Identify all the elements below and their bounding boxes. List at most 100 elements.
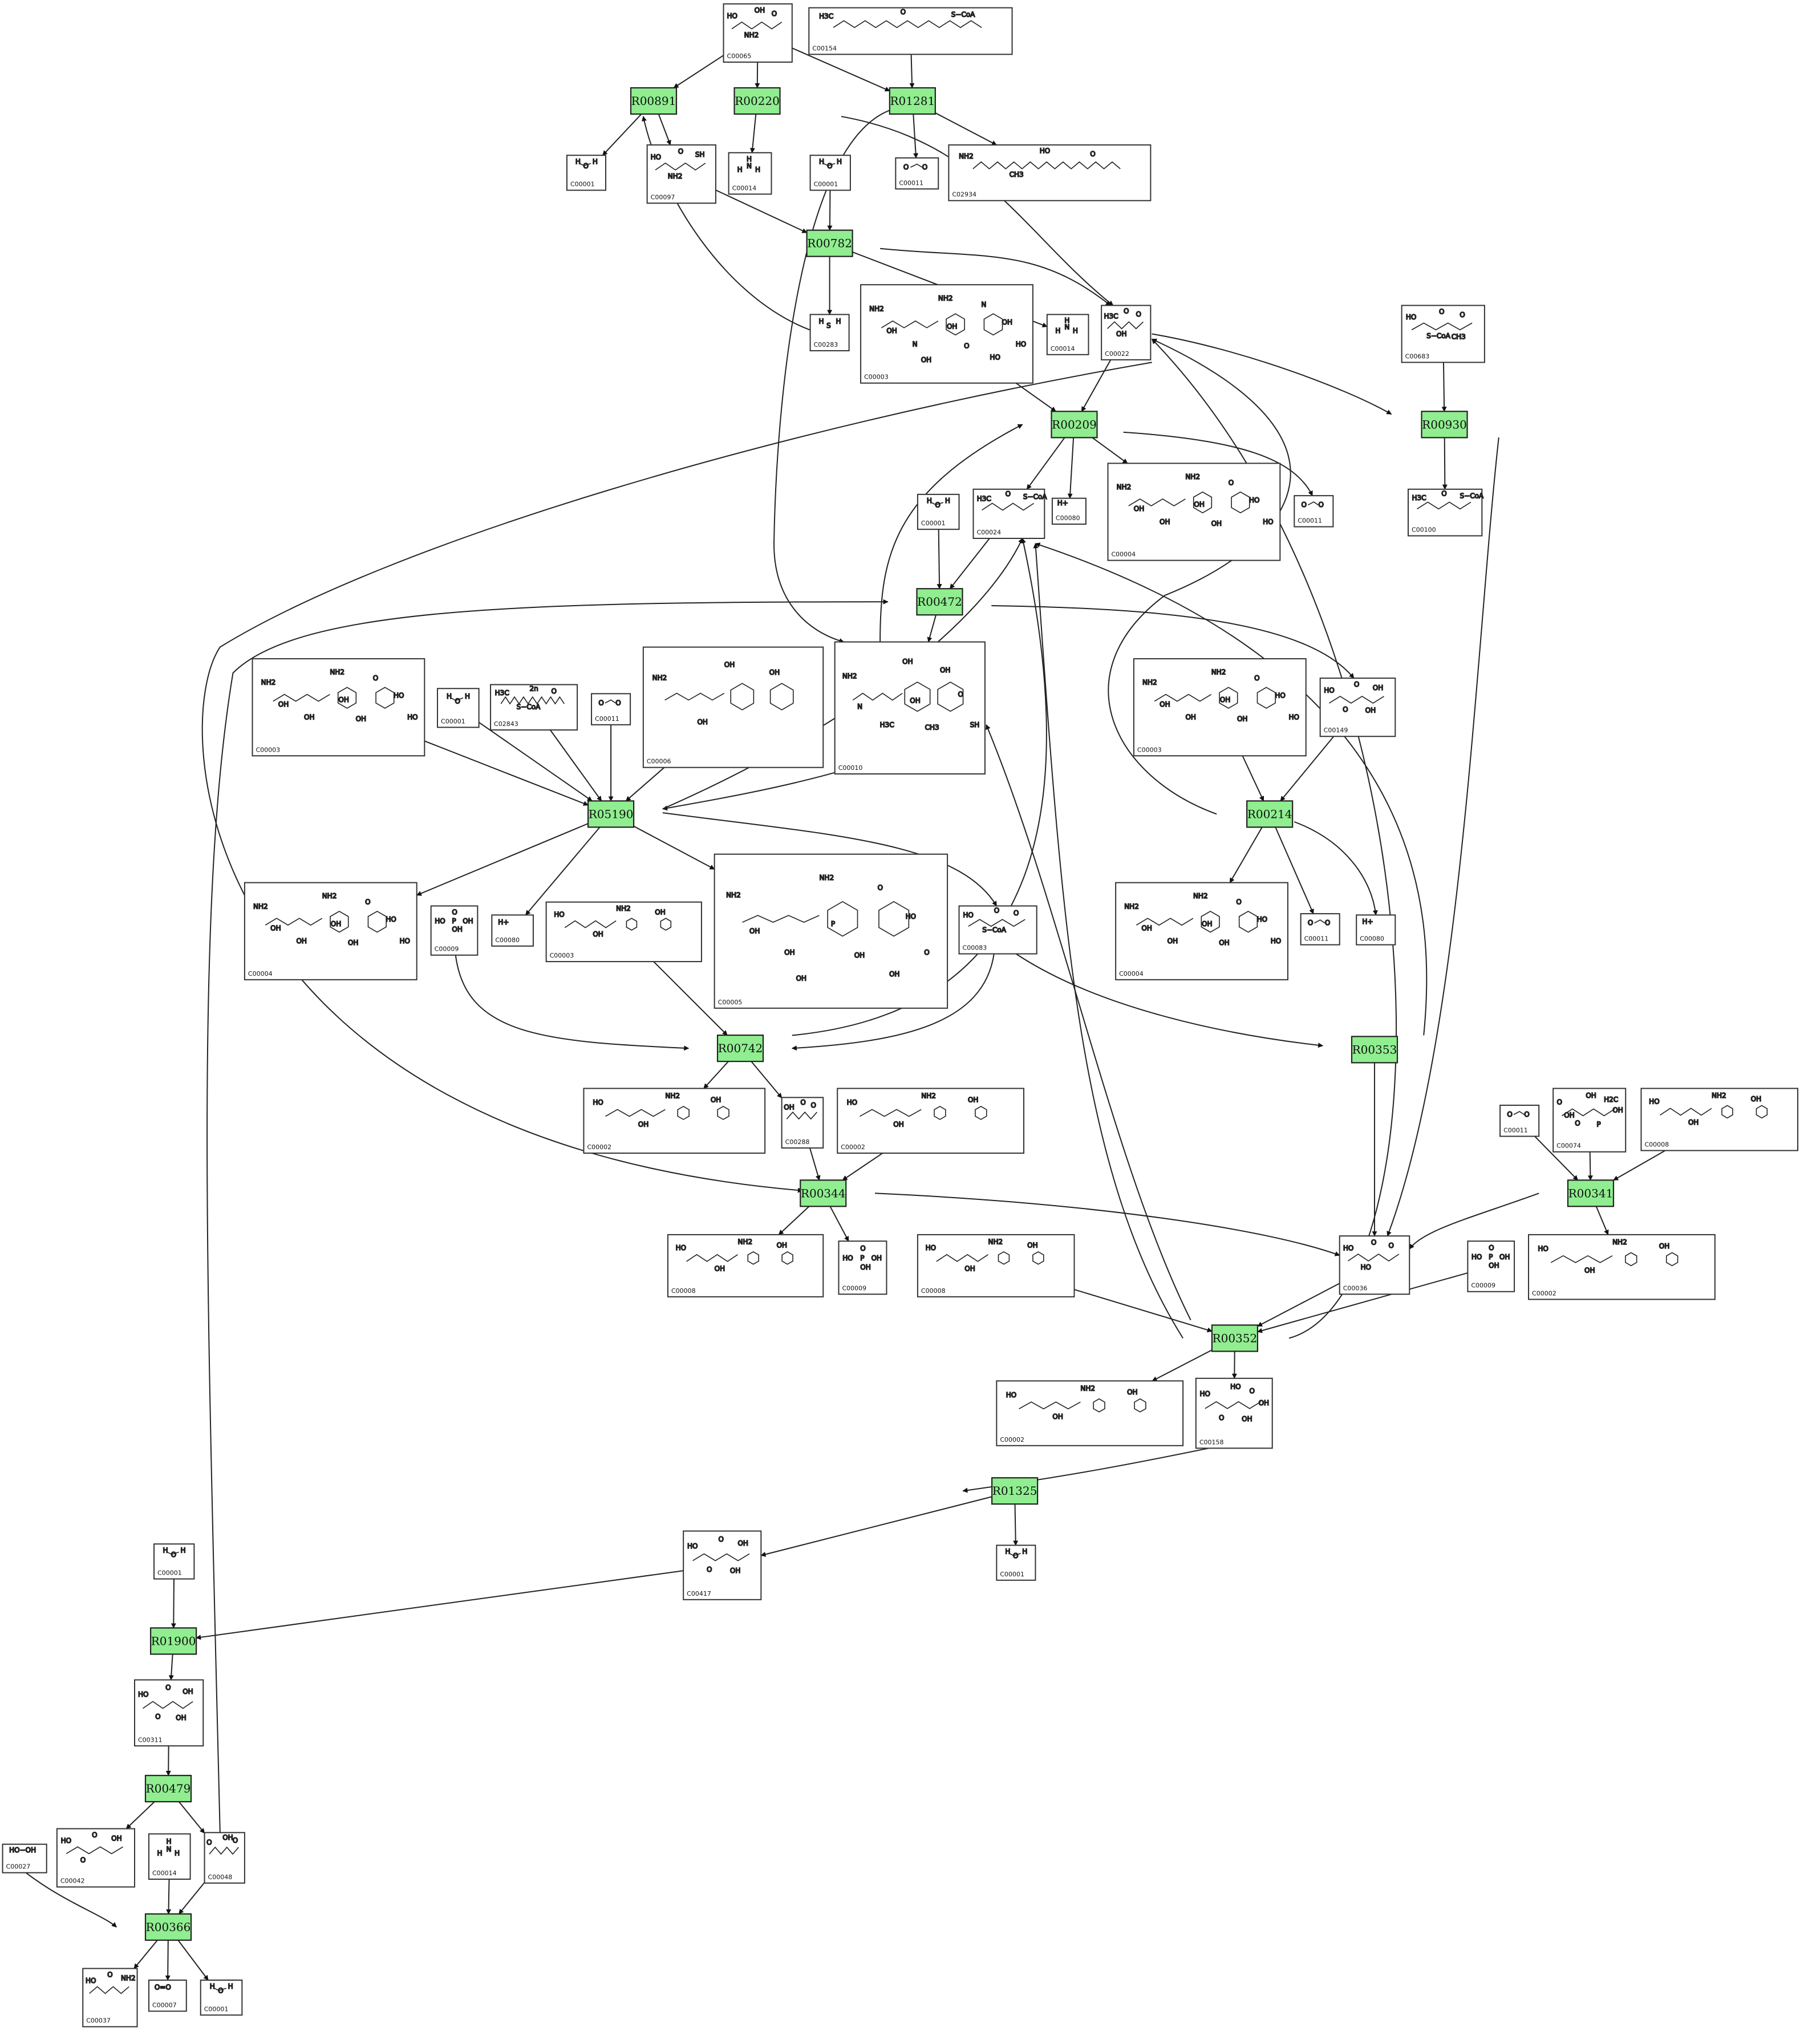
reaction-r00352[interactable]: R00352 [1211, 1324, 1258, 1352]
reaction-box[interactable] [1351, 1036, 1398, 1064]
compound-box[interactable] [895, 157, 939, 190]
reaction-box[interactable] [889, 87, 936, 115]
compound-box[interactable] [1046, 314, 1089, 355]
compound-box[interactable] [834, 641, 986, 775]
compound-box[interactable] [491, 914, 534, 947]
compound-box[interactable] [244, 882, 417, 980]
compound-box[interactable] [591, 693, 631, 725]
compound-box[interactable] [148, 1980, 187, 2012]
compound-box[interactable] [809, 155, 851, 191]
compound-box[interactable] [1499, 1104, 1540, 1137]
compound-box[interactable] [958, 905, 1037, 955]
compound-box[interactable] [1356, 914, 1396, 946]
compound-box[interactable] [1552, 1088, 1627, 1153]
compound-box[interactable] [996, 1380, 1184, 1446]
compound-box[interactable] [1133, 658, 1307, 757]
compound-box[interactable] [430, 905, 479, 956]
reaction-r00479[interactable]: R00479 [144, 1775, 192, 1803]
compound-box[interactable] [667, 1234, 824, 1297]
reaction-r00209[interactable]: R00209 [1051, 411, 1098, 439]
reaction-box[interactable] [1246, 800, 1294, 828]
compound-box[interactable] [1101, 305, 1152, 360]
reaction-r01281[interactable]: R01281 [889, 87, 936, 115]
compound-box[interactable] [860, 284, 1033, 384]
compound-box[interactable] [683, 1530, 762, 1600]
compound-box[interactable] [917, 493, 960, 530]
compound-box[interactable] [1339, 1235, 1410, 1295]
reaction-r05190[interactable]: R05190 [587, 800, 635, 828]
compound-box[interactable] [838, 1240, 887, 1295]
reaction-box[interactable] [149, 1627, 197, 1655]
compound-box[interactable] [1115, 882, 1288, 980]
compound-box[interactable] [1528, 1234, 1716, 1300]
compound-box[interactable] [1640, 1088, 1799, 1151]
compound-box[interactable] [808, 7, 1013, 55]
compound-box[interactable] [646, 144, 716, 204]
compound-box[interactable] [148, 1833, 191, 1880]
reaction-box[interactable] [1211, 1324, 1258, 1352]
reaction-box[interactable] [716, 1035, 764, 1062]
compound-box[interactable] [972, 488, 1045, 540]
compound-box[interactable] [1294, 495, 1334, 528]
compound-box[interactable] [728, 152, 772, 195]
compound-box[interactable] [917, 1234, 1075, 1297]
compound-box[interactable] [1407, 488, 1483, 537]
compound-box[interactable] [583, 1088, 766, 1154]
compound-box[interactable] [1107, 463, 1281, 561]
compound-box[interactable] [437, 688, 480, 728]
compound-box[interactable] [996, 1544, 1036, 1581]
reaction-box[interactable] [1567, 1179, 1615, 1207]
compound-box[interactable] [809, 314, 850, 351]
reaction-r00220[interactable]: R00220 [733, 87, 781, 115]
reaction-r00930[interactable]: R00930 [1421, 411, 1468, 439]
reaction-box[interactable] [144, 1775, 192, 1803]
compound-box[interactable] [1051, 497, 1087, 525]
compound-c00080[interactable]: H+C00080 [491, 914, 534, 947]
compound-box[interactable] [82, 1968, 138, 2027]
compound-box[interactable] [204, 1832, 245, 1884]
reaction-r00742[interactable]: R00742 [716, 1035, 764, 1062]
reaction-r00472[interactable]: R00472 [916, 588, 963, 616]
compound-box[interactable] [134, 1679, 204, 1747]
compound-box[interactable] [781, 1097, 824, 1149]
